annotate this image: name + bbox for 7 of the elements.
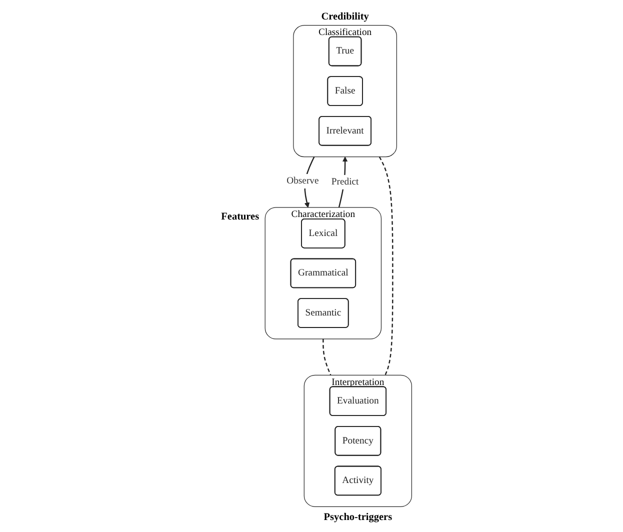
connector: [322, 338, 332, 376]
group-heading: Psycho-triggers: [324, 512, 392, 523]
connector: [379, 156, 394, 376]
edge-label: Predict: [332, 176, 359, 187]
group-heading: Features: [221, 212, 260, 223]
group-heading: Credibility: [321, 11, 370, 22]
edge-label: Observe: [286, 176, 319, 186]
